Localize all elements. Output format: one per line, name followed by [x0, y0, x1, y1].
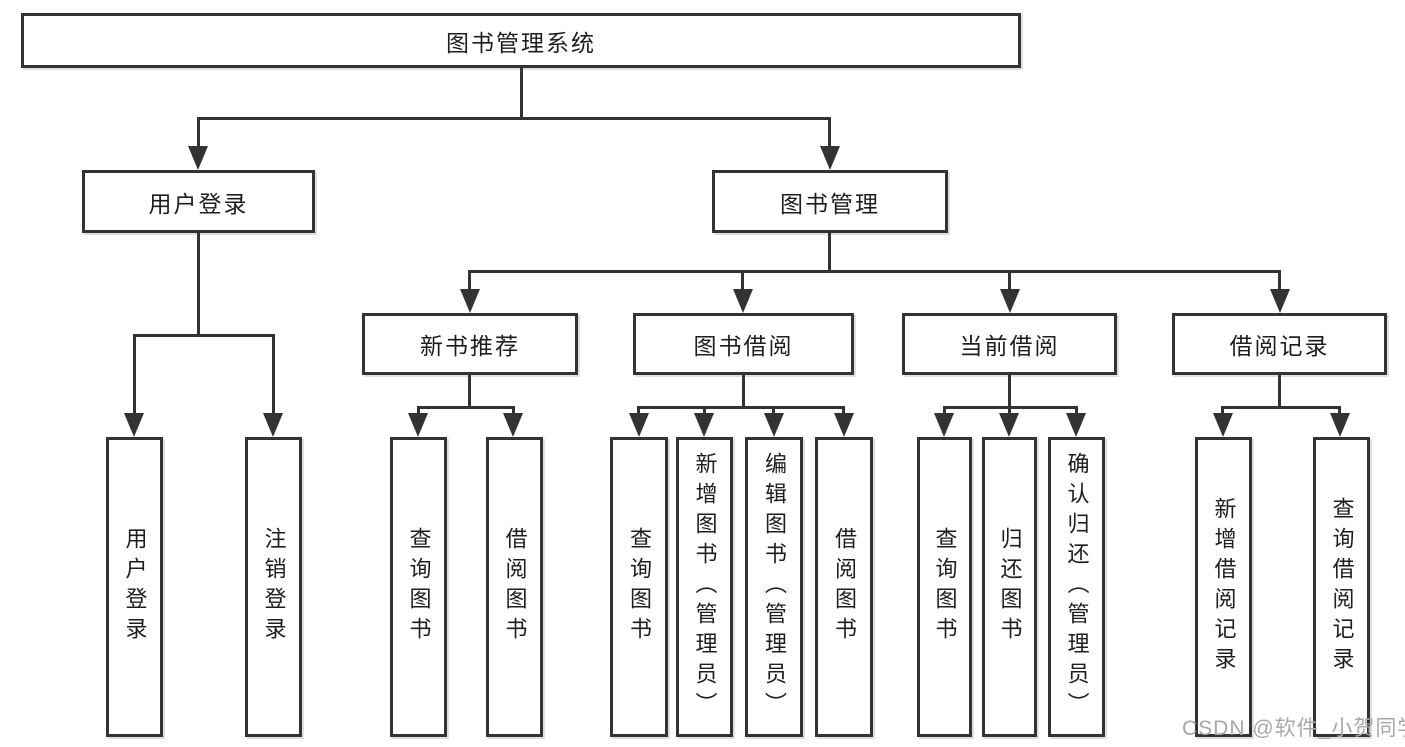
- arrowhead-down-icon: [408, 413, 428, 437]
- leaf-add-borrow-record: 新增借阅记录: [1195, 437, 1252, 737]
- leaf-logout: 注销登录: [245, 437, 302, 737]
- arrowhead-down-icon: [124, 413, 144, 437]
- connector-vline: [1338, 406, 1341, 417]
- connector-vline: [637, 406, 640, 417]
- arrowhead-down-icon: [834, 413, 854, 437]
- connector-vline: [842, 406, 845, 417]
- connector-hline: [133, 334, 275, 337]
- leaf-label: 注销登录: [261, 527, 287, 647]
- leaf-label: 用户登录: [122, 527, 148, 647]
- node-user-login: 用户登录: [82, 170, 315, 233]
- arrowhead-down-icon: [764, 413, 784, 437]
- node-book-borrow: 图书借阅: [633, 313, 854, 375]
- leaf-edit-books-admin: 编辑图书（管理员）: [745, 437, 803, 737]
- arrowhead-down-icon: [188, 146, 208, 170]
- leaf-user-login: 用户登录: [106, 437, 163, 737]
- connector-hline: [637, 406, 845, 409]
- connector-vline: [468, 375, 471, 409]
- arrowhead-down-icon: [1270, 289, 1290, 313]
- leaf-query-books-recommend: 查询图书: [390, 437, 447, 737]
- connector-hline: [468, 270, 1281, 273]
- connector-vline: [828, 233, 831, 273]
- connector-vline: [828, 117, 831, 151]
- connector-vline: [1278, 270, 1281, 291]
- connector-vline: [197, 233, 200, 337]
- connector-hline: [417, 406, 515, 409]
- connector-vline: [1075, 406, 1078, 417]
- leaf-label: 确认归还（管理员）: [1064, 452, 1090, 722]
- leaf-label: 查询图书: [627, 527, 652, 647]
- leaf-query-borrow-record: 查询借阅记录: [1313, 437, 1370, 737]
- leaf-label: 新增图书（管理员）: [692, 452, 718, 722]
- node-label: 借阅记录: [1229, 333, 1330, 359]
- node-label: 当前借阅: [959, 333, 1060, 359]
- leaf-label: 新增借阅记录: [1211, 497, 1237, 677]
- leaf-confirm-return-admin: 确认归还（管理员）: [1048, 437, 1105, 737]
- connector-vline: [133, 334, 136, 416]
- arrowhead-down-icon: [999, 413, 1019, 437]
- leaf-label: 归还图书: [997, 527, 1023, 647]
- connector-vline: [1008, 270, 1011, 291]
- arrowhead-down-icon: [629, 413, 649, 437]
- leaf-borrow-books: 借阅图书: [815, 437, 873, 737]
- arrowhead-down-icon: [733, 289, 753, 313]
- node-label: 图书管理: [780, 190, 880, 217]
- connector-vline: [1278, 375, 1281, 409]
- connector-vline: [1221, 406, 1224, 417]
- leaf-label: 借阅图书: [832, 527, 857, 647]
- connector-vline: [1008, 375, 1011, 409]
- connector-vline: [520, 68, 523, 120]
- node-new-book-recommend: 新书推荐: [362, 313, 578, 375]
- node-label: 图书管理系统: [446, 29, 596, 56]
- leaf-label: 编辑图书（管理员）: [762, 452, 787, 722]
- arrowhead-down-icon: [1330, 413, 1350, 437]
- arrowhead-down-icon: [1213, 413, 1233, 437]
- leaf-label: 查询借阅记录: [1329, 497, 1355, 677]
- node-label: 图书借阅: [693, 333, 794, 359]
- connector-vline: [417, 406, 420, 417]
- node-current-borrow: 当前借阅: [902, 313, 1117, 375]
- connector-vline: [1008, 406, 1011, 417]
- connector-vline: [703, 406, 706, 417]
- connector-hline: [197, 117, 831, 120]
- leaf-label: 查询图书: [406, 527, 432, 647]
- node-library-management-system: 图书管理系统: [21, 13, 1021, 68]
- leaf-add-books-admin: 新增图书（管理员）: [676, 437, 733, 737]
- connector-vline: [272, 334, 275, 416]
- arrowhead-down-icon: [263, 413, 283, 437]
- arrowhead-down-icon: [694, 413, 714, 437]
- connector-vline: [772, 406, 775, 417]
- arrowhead-down-icon: [1000, 289, 1020, 313]
- node-book-management: 图书管理: [712, 170, 948, 233]
- node-label: 新书推荐: [420, 333, 520, 359]
- connector-vline: [197, 117, 200, 151]
- node-borrow-records: 借阅记录: [1172, 313, 1387, 375]
- node-label: 用户登录: [148, 190, 249, 217]
- leaf-label: 借阅图书: [502, 527, 528, 647]
- connector-vline: [742, 375, 745, 409]
- connector-hline: [1221, 406, 1341, 409]
- connector-vline: [741, 270, 744, 291]
- arrowhead-down-icon: [1066, 413, 1086, 437]
- leaf-label: 查询图书: [932, 527, 958, 647]
- connector-vline: [943, 406, 946, 417]
- leaf-query-books-current: 查询图书: [917, 437, 972, 737]
- arrowhead-down-icon: [503, 413, 523, 437]
- connector-vline: [512, 406, 515, 417]
- arrowhead-down-icon: [460, 289, 480, 313]
- connector-vline: [468, 270, 471, 291]
- csdn-watermark: CSDN @软件_小贺同学: [1182, 717, 1405, 740]
- leaf-return-books: 归还图书: [982, 437, 1037, 737]
- leaf-borrow-books-recommend: 借阅图书: [486, 437, 543, 737]
- arrowhead-down-icon: [934, 413, 954, 437]
- leaf-query-books-borrow: 查询图书: [610, 437, 668, 737]
- arrowhead-down-icon: [820, 146, 840, 170]
